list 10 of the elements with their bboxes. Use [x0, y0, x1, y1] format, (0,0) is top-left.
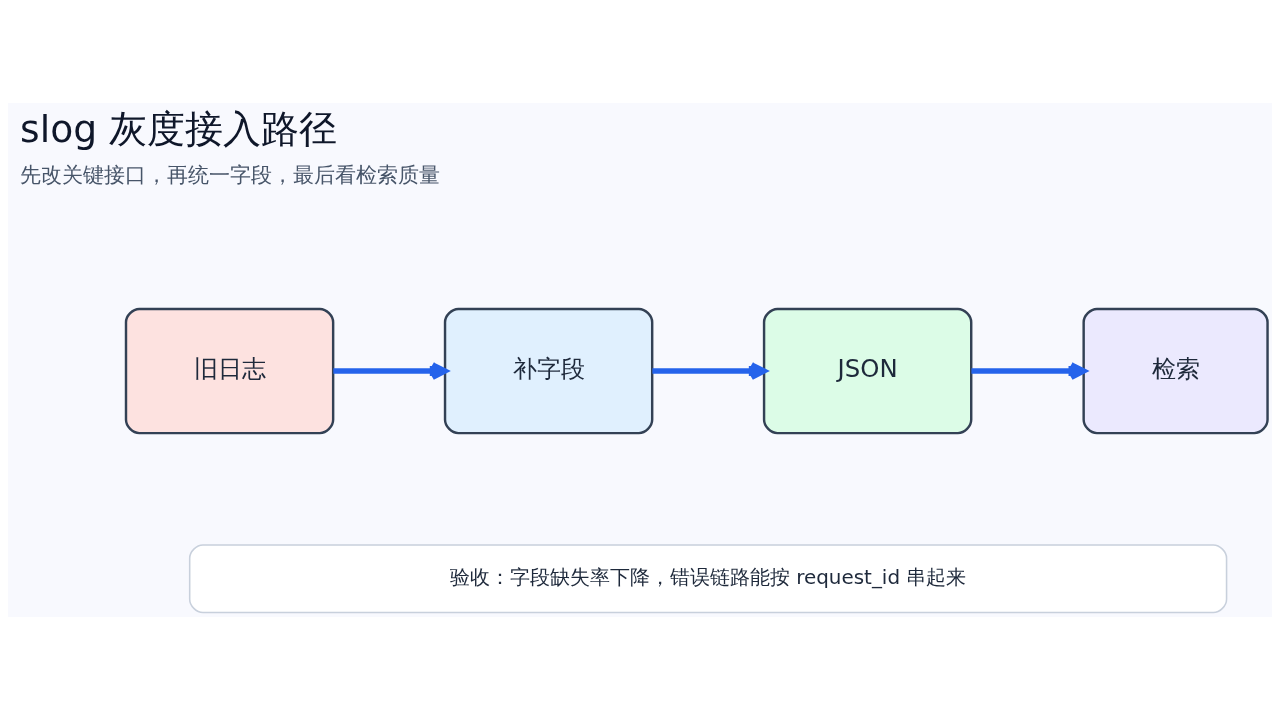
label: 先改关键接口，再统一字段，最后看检索质量: [19, 162, 440, 188]
diagram-title: slog 灰度接入路径: [20, 106, 338, 151]
arrow: [333, 362, 448, 381]
arrow: [652, 362, 767, 381]
arrow: [971, 362, 1087, 381]
node-box: 验收：字段缺失率下降，错误链路能按 request_id 串起来: [188, 544, 1228, 614]
node-box: 补字段: [443, 307, 654, 435]
node-box: 检索: [1082, 307, 1269, 435]
node-box: 旧日志: [124, 307, 335, 435]
node-box: JSON: [762, 307, 973, 435]
